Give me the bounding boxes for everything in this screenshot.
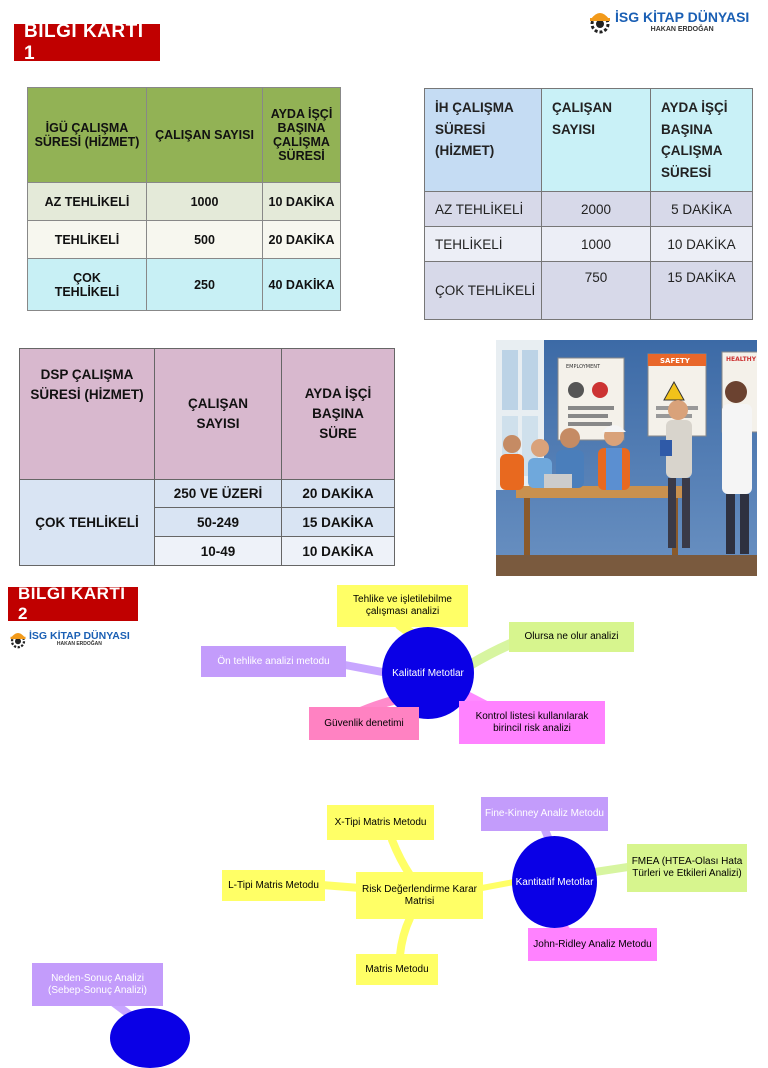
card2-logo: İSG KİTAP DÜNYASI HAKAN ERDOĞAN	[9, 629, 130, 649]
table-cell: 750	[541, 261, 651, 321]
igu-table: İGÜ ÇALIŞMA SÜRESİ (HİZMET) ÇALIŞAN SAYI…	[27, 87, 341, 311]
table-cell: 20 DAKİKA	[262, 220, 341, 259]
table-cell: 2000	[541, 191, 651, 228]
table-header-cell: AYDA İŞÇİ BAŞINA SÜRE	[281, 348, 395, 480]
pha-label: Ön tehlike analizi metodu	[217, 655, 330, 667]
table-header-cell: İGÜ ÇALIŞMA SÜRESİ (HİZMET)	[27, 87, 147, 183]
poster-health-text: HEALTHY	[726, 356, 757, 363]
qualitative-center-node: Kalitatif Metotlar	[382, 627, 474, 719]
cause-center-node-partial	[110, 1008, 190, 1068]
table-row: AZ TEHLİKELİ 2000 5 DAKİKA	[424, 191, 753, 228]
table-cell: AZ TEHLİKELİ	[27, 182, 147, 221]
what-if-node: Olursa ne olur analizi	[509, 622, 634, 652]
dsp-table: DSP ÇALIŞMA SÜRESİ (HİZMET) ÇALIŞAN SAYI…	[19, 348, 395, 566]
cause-effect-label: Neden-Sonuç Analizi (Sebep-Sonuç Analizi…	[48, 972, 147, 996]
card2-banner: BİLGİ KARTI 2	[8, 584, 138, 623]
table-cell: 1000	[541, 226, 651, 263]
card1-banner: BİLGİ KARTI 1	[14, 21, 160, 64]
logo-author: HAKAN ERDOĞAN	[650, 25, 714, 33]
checklist-node: Kontrol listesi kullanılarak birincil ri…	[459, 701, 605, 744]
table-header-cell: AYDA İŞÇİ BAŞINA ÇALIŞMA SÜRESİ	[262, 87, 341, 183]
table-cell: 10-49	[154, 536, 282, 566]
cause-effect-node: Neden-Sonuç Analizi (Sebep-Sonuç Analizi…	[32, 963, 163, 1006]
john-ridley-label: John-Ridley Analiz Metodu	[533, 938, 652, 950]
fine-kinney-node: Fine-Kinney Analiz Metodu	[481, 797, 608, 831]
table-row: ÇOK TEHLİKELİ 750 15 DAKİKA	[424, 261, 753, 321]
table-cell: 10 DAKİKA	[281, 536, 395, 566]
meeting-illustration: EMPLOYMENT SAFETY HEALTHY	[496, 340, 757, 576]
table-row: AZ TEHLİKELİ 1000 10 DAKİKA	[27, 182, 341, 221]
hard-hat-gear-icon	[10, 633, 26, 649]
table-header-row: DSP ÇALIŞMA SÜRESİ (HİZMET) ÇALIŞAN SAYI…	[19, 348, 395, 480]
office-meeting-image: EMPLOYMENT SAFETY HEALTHY	[496, 340, 757, 576]
quantitative-center-node: Kantitatif Metotlar	[512, 836, 597, 928]
ih-table: İH ÇALIŞMA SÜRESİ (HİZMET) ÇALIŞAN SAYIS…	[424, 87, 753, 321]
logo-brand: İSG KİTAP DÜNYASI	[29, 629, 130, 642]
what-if-label: Olursa ne olur analizi	[524, 631, 619, 642]
table-cell: 250	[146, 258, 263, 311]
poster-employment-text: EMPLOYMENT	[566, 364, 601, 370]
table-header-cell: DSP ÇALIŞMA SÜRESİ (HİZMET)	[19, 348, 155, 480]
hazop-label: Tehlike ve işletilebilme çalışması anali…	[353, 594, 452, 617]
table-cell: 1000	[146, 182, 263, 221]
table-header-row: İGÜ ÇALIŞMA SÜRESİ (HİZMET) ÇALIŞAN SAYI…	[27, 87, 341, 183]
table-cell: ÇOK TEHLİKELİ	[19, 479, 155, 566]
card2-banner-label: BİLGİ KARTI 2	[18, 584, 126, 623]
matrix-method-label: Matris Metodu	[365, 963, 429, 975]
table-cell: 40 DAKİKA	[262, 258, 341, 311]
table-cell: 50-249	[154, 507, 282, 537]
table-row: ÇOK TEHLİKELİ 250 VE ÜZERİ 20 DAKİKA	[19, 479, 395, 566]
table-header-cell: ÇALIŞAN SAYISI	[541, 87, 651, 193]
table-header-cell: ÇALIŞAN SAYISI	[154, 348, 282, 480]
matrix-method-node: Matris Metodu	[356, 954, 438, 985]
logo-brand: İSG KİTAP DÜNYASI	[615, 8, 750, 25]
fmea-label: FMEA (HTEA-Olası Hata Türleri ve Etkiler…	[631, 856, 743, 879]
table-row: 10-49 10 DAKİKA	[19, 536, 395, 566]
qualitative-center-label: Kalitatif Metotlar	[392, 667, 464, 679]
table-cell: TEHLİKELİ	[424, 226, 542, 263]
pha-node: Ön tehlike analizi metodu	[201, 646, 346, 677]
hard-hat-gear-icon	[590, 13, 610, 34]
table-header-cell: İH ÇALIŞMA SÜRESİ (HİZMET)	[424, 87, 542, 193]
table-header-row: İH ÇALIŞMA SÜRESİ (HİZMET) ÇALIŞAN SAYIS…	[424, 87, 753, 193]
l-matrix-label: L-Tipi Matris Metodu	[228, 879, 319, 891]
top-logo: İSG KİTAP DÜNYASI HAKAN ERDOĞAN	[588, 8, 749, 34]
logo-author: HAKAN ERDOĞAN	[56, 641, 102, 648]
matrix-center-node: Risk Değerlendirme Karar Matrisi	[356, 872, 483, 919]
x-matrix-label: X-Tipi Matris Metodu	[334, 816, 427, 828]
table-row: ÇOK TEHLİKELİ 250 40 DAKİKA	[27, 258, 341, 311]
john-ridley-node: John-Ridley Analiz Metodu	[528, 928, 657, 961]
poster-safety-text: SAFETY	[660, 357, 691, 365]
table-header-cell: AYDA İŞÇİ BAŞINA ÇALIŞMA SÜRESİ	[650, 87, 753, 193]
table-cell: 5 DAKİKA	[650, 191, 753, 228]
x-matrix-node: X-Tipi Matris Metodu	[327, 805, 434, 840]
matrix-center-label: Risk Değerlendirme Karar Matrisi	[361, 883, 478, 907]
hazop-node: Tehlike ve işletilebilme çalışması anali…	[337, 585, 468, 627]
card1-banner-label: BİLGİ KARTI 1	[24, 20, 144, 64]
quantitative-center-label: Kantitatif Metotlar	[515, 876, 594, 888]
checklist-label: Kontrol listesi kullanılarak birincil ri…	[475, 710, 589, 734]
audit-node: Güvenlik denetimi	[309, 707, 419, 740]
table-cell: 10 DAKİKA	[262, 182, 341, 221]
table-cell: AZ TEHLİKELİ	[424, 191, 542, 228]
table-cell: 15 DAKİKA	[650, 261, 753, 321]
table-cell: 15 DAKİKA	[281, 507, 395, 537]
audit-label: Güvenlik denetimi	[324, 717, 404, 729]
table-cell: ÇOK TEHLİKELİ	[27, 258, 147, 311]
l-matrix-node: L-Tipi Matris Metodu	[222, 870, 325, 901]
fmea-node: FMEA (HTEA-Olası Hata Türleri ve Etkiler…	[627, 844, 747, 892]
fine-kinney-label: Fine-Kinney Analiz Metodu	[485, 808, 604, 819]
